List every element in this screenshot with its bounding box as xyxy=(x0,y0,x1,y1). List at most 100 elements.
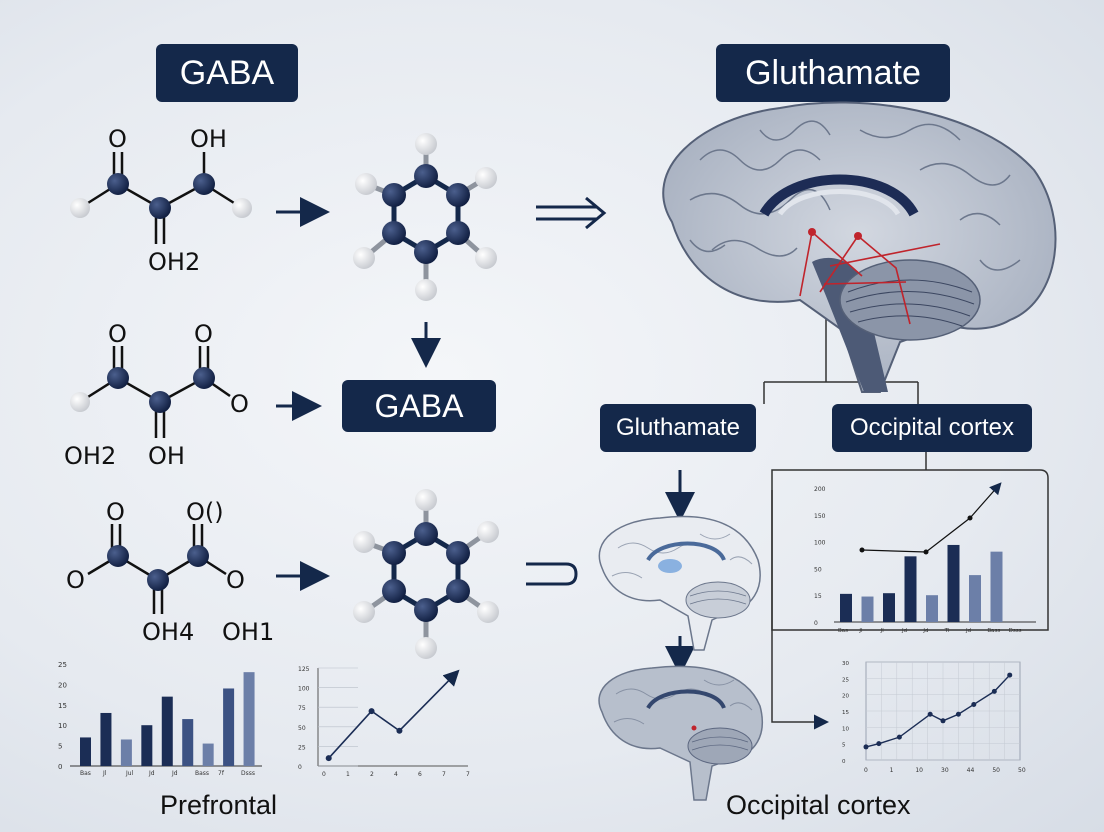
oh-label: OH xyxy=(190,125,227,153)
atom-o-label: O xyxy=(108,320,127,348)
bar xyxy=(182,719,194,766)
x-tick-label: 7 xyxy=(442,771,446,778)
flow-arrows xyxy=(276,196,695,676)
y-tick-label: 5 xyxy=(842,743,846,749)
data-point xyxy=(325,755,332,762)
x-tick-label: 44 xyxy=(967,767,975,774)
ring-molecule-top xyxy=(353,133,497,301)
bar xyxy=(861,596,874,622)
x-tick-label: 4 xyxy=(394,771,398,778)
y-tick-label: 20 xyxy=(842,694,849,700)
y-tick-label: 75 xyxy=(298,705,306,712)
x-tick-label: Jd xyxy=(901,628,907,634)
data-point xyxy=(876,741,882,747)
y-tick-label: 30 xyxy=(842,661,849,667)
bar xyxy=(883,593,895,622)
atom-o-label: O xyxy=(194,320,213,348)
bar xyxy=(243,672,255,766)
y-tick-label: 200 xyxy=(814,486,826,493)
data-point xyxy=(396,727,403,734)
x-tick-label: Jd xyxy=(965,628,971,634)
x-tick-label: Jl xyxy=(102,770,107,777)
data-point xyxy=(927,711,933,717)
atom-o-label: O xyxy=(230,390,249,418)
y-tick-label: 0 xyxy=(842,759,846,765)
glutamate-label-mid: Gluthamate xyxy=(600,404,756,452)
y-tick-label: 25 xyxy=(298,744,306,751)
y-tick-label: 100 xyxy=(298,686,310,693)
trend-point xyxy=(859,547,865,553)
bar xyxy=(904,556,917,622)
y-tick-label: 5 xyxy=(58,743,62,751)
x-tick-label: 50 xyxy=(992,767,1000,774)
x-tick-label: Jul xyxy=(125,770,134,777)
x-tick-label: Jd xyxy=(922,628,928,634)
y-tick-label: 10 xyxy=(842,726,849,732)
y-tick-label: 0 xyxy=(58,763,62,771)
y-tick-label: 15 xyxy=(842,710,849,716)
x-tick-label: Bas xyxy=(80,770,91,777)
atom-o-label: O xyxy=(226,566,245,594)
y-tick-label: 10 xyxy=(58,722,67,730)
bar xyxy=(141,725,153,766)
x-tick-label: 7 xyxy=(466,771,470,778)
data-point xyxy=(896,734,902,740)
bar xyxy=(161,696,173,766)
x-tick-label: 1 xyxy=(890,767,894,774)
x-tick-label: 10 xyxy=(915,767,923,774)
bar xyxy=(990,551,1003,622)
y-tick-label: 25 xyxy=(842,677,849,683)
y-tick-label: 25 xyxy=(58,661,67,669)
x-tick-label: Bass xyxy=(195,770,209,777)
bar xyxy=(223,688,235,766)
y-tick-label: 50 xyxy=(814,566,822,573)
ring-molecule-bottom xyxy=(353,489,499,659)
oh1-label: OH1 xyxy=(222,618,274,646)
x-tick-label: Jd xyxy=(148,770,155,777)
y-tick-label: 0 xyxy=(298,764,302,771)
brain-illustration-top xyxy=(662,101,1057,393)
atom-o-label: O xyxy=(108,125,127,153)
data-line xyxy=(328,669,460,759)
x-tick-label: 7f xyxy=(218,770,225,777)
data-point xyxy=(955,711,961,717)
bar xyxy=(80,737,91,766)
oh-label: OH xyxy=(148,442,185,470)
y-tick-label: 100 xyxy=(814,540,826,547)
y-tick-label: 15 xyxy=(58,702,67,710)
bar xyxy=(926,595,938,622)
occipital-caption: Occipital cortex xyxy=(726,790,911,820)
x-tick-label: 50 xyxy=(1018,767,1026,774)
data-point xyxy=(940,718,946,724)
brain-illustration-middle xyxy=(598,515,761,651)
bar xyxy=(969,575,981,622)
data-point xyxy=(971,701,977,707)
chart-frame-right xyxy=(771,469,1049,631)
data-point xyxy=(1007,672,1013,678)
x-tick-label: Jl xyxy=(880,628,885,634)
atom-o-label: O() xyxy=(186,498,224,526)
x-tick-label: Jd xyxy=(171,770,178,777)
y-tick-label: 125 xyxy=(298,666,310,673)
y-tick-label: 150 xyxy=(814,513,826,520)
occipital-label-mid: Occipital cortex xyxy=(832,404,1032,452)
gaba-title-mid: GABA xyxy=(342,380,496,432)
molecule-row3-chain: O O() O O OH4 OH1 xyxy=(66,498,274,646)
x-tick-label: 0 xyxy=(864,767,868,774)
bar xyxy=(840,593,852,622)
glutamate-title-top: Gluthamate xyxy=(716,44,950,102)
trend-line xyxy=(861,482,1002,553)
bar xyxy=(120,739,132,766)
trend-point xyxy=(923,549,929,555)
molecule-row1-chain: O OH OH2 xyxy=(70,125,252,276)
x-tick-label: Bas xyxy=(838,628,848,634)
gaba-title-top: GABA xyxy=(156,44,298,102)
bar xyxy=(202,743,214,766)
trend-point xyxy=(967,515,973,521)
x-tick-label: Bass xyxy=(987,628,1000,634)
